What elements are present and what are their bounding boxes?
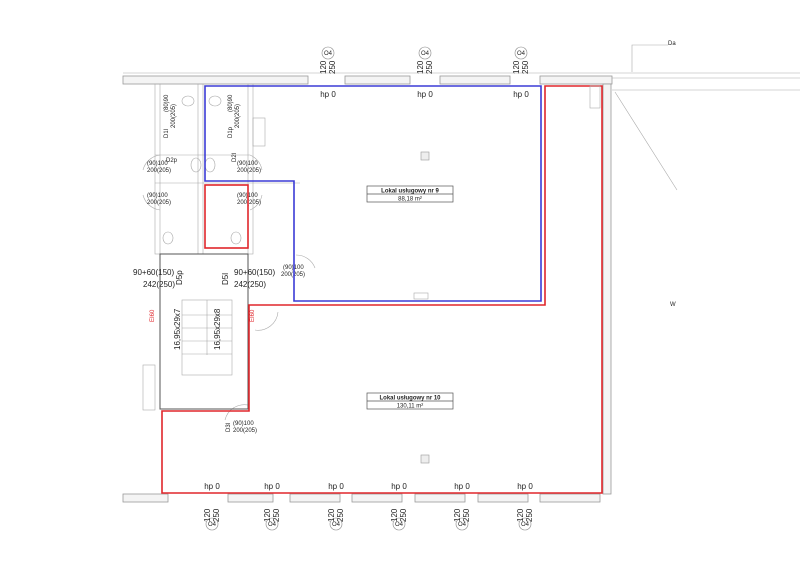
svg-text:O4: O4 <box>458 522 467 528</box>
svg-text:O4: O4 <box>421 51 430 57</box>
svg-text:(90)100: (90)100 <box>147 161 168 167</box>
door-d5l-dim2: 242(250) <box>234 280 266 289</box>
door-d5l: D5l <box>221 273 230 285</box>
window-mark-bottom: hp 0 120 250 O4 <box>516 482 534 531</box>
column-marker <box>420 151 430 161</box>
svg-text:hp 0: hp 0 <box>517 482 533 491</box>
svg-text:hp 0: hp 0 <box>391 482 407 491</box>
fire-rating-left: EI60 <box>150 309 156 322</box>
unit-10-label: Lokal usługowy nr 10 130,11 m² <box>366 392 454 410</box>
edge-label-w: W <box>670 302 676 308</box>
svg-text:(90)100: (90)100 <box>237 161 258 167</box>
column-marker <box>420 454 430 464</box>
svg-text:120: 120 <box>319 60 328 74</box>
window-mark-top: O4 120 250 hp 0 <box>416 46 434 99</box>
svg-text:(80)90: (80)90 <box>228 94 234 112</box>
svg-text:200(205): 200(205) <box>235 104 241 128</box>
svg-text:O4: O4 <box>517 51 526 57</box>
stair-left-label: 16,95x29x7 <box>173 308 182 350</box>
svg-text:250: 250 <box>212 508 221 522</box>
door-d5p-dim2: 242(250) <box>143 280 175 289</box>
svg-text:hp 0: hp 0 <box>320 90 336 99</box>
svg-text:120: 120 <box>512 60 521 74</box>
svg-text:250: 250 <box>521 60 530 74</box>
edge-label-da: Da <box>668 41 676 47</box>
svg-text:200(205): 200(205) <box>147 200 171 206</box>
door-d2p: D2p <box>166 158 178 164</box>
svg-text:D1p: D1p <box>228 126 234 138</box>
svg-text:O4: O4 <box>521 522 530 528</box>
window-mark-bottom: hp 0 120 250 O4 <box>453 482 471 531</box>
svg-text:250: 250 <box>525 508 534 522</box>
svg-text:(80)90: (80)90 <box>164 94 170 112</box>
door-d2l: D2l <box>232 153 238 162</box>
svg-text:120: 120 <box>390 508 399 522</box>
svg-text:250: 250 <box>328 60 337 74</box>
unit-10-wc-boundary <box>204 184 249 249</box>
svg-text:120: 120 <box>203 508 212 522</box>
window-mark-bottom: hp 0 120 250 O4 <box>327 482 345 531</box>
svg-text:200(205): 200(205) <box>237 168 261 174</box>
svg-text:120: 120 <box>327 508 336 522</box>
window-mark-bottom: hp 0 120 250 O4 <box>263 482 281 531</box>
bottom-wall <box>122 493 601 503</box>
svg-text:88,18 m²: 88,18 m² <box>398 197 422 203</box>
svg-text:O4: O4 <box>208 522 217 528</box>
svg-text:250: 250 <box>336 508 345 522</box>
svg-text:O4: O4 <box>332 522 341 528</box>
svg-text:Lokal usługowy nr 9: Lokal usługowy nr 9 <box>381 189 439 195</box>
staircase <box>142 253 249 411</box>
fire-rating-right: EI60 <box>250 309 256 322</box>
svg-text:200(205): 200(205) <box>237 200 261 206</box>
svg-text:hp 0: hp 0 <box>417 90 433 99</box>
svg-text:200(205): 200(205) <box>281 272 305 278</box>
svg-text:120: 120 <box>416 60 425 74</box>
door-labels: (80)90 200(205) D1l (80)90 200(205) D1p … <box>147 94 305 434</box>
svg-text:hp 0: hp 0 <box>454 482 470 491</box>
top-wall <box>122 44 800 191</box>
svg-text:250: 250 <box>272 508 281 522</box>
unit-9-boundary <box>204 85 542 302</box>
stair-right-label: 16,95x29x8 <box>213 308 222 350</box>
svg-text:120: 120 <box>516 508 525 522</box>
right-wall <box>602 83 612 495</box>
svg-text:250: 250 <box>399 508 408 522</box>
unit-10-boundary <box>161 85 603 494</box>
svg-text:O4: O4 <box>268 522 277 528</box>
window-mark-bottom: hp 0 120 250 O4 <box>203 482 221 531</box>
window-mark-top: O4 120 250 hp 0 <box>512 46 530 99</box>
svg-text:250: 250 <box>425 60 434 74</box>
svg-text:hp 0: hp 0 <box>328 482 344 491</box>
unit-9-label: Lokal usługowy nr 9 88,18 m² <box>366 185 454 203</box>
svg-text:200(205): 200(205) <box>233 428 257 434</box>
door-d5p-dim1: 90+60(150) <box>133 268 174 277</box>
svg-text:250: 250 <box>462 508 471 522</box>
door-d5p: D5p <box>175 270 184 285</box>
svg-text:120: 120 <box>263 508 272 522</box>
svg-text:120: 120 <box>453 508 462 522</box>
door-d5l-dim1: 90+60(150) <box>234 268 275 277</box>
window-mark-top: O4 120 250 hp 0 <box>319 46 337 99</box>
svg-text:(90)100: (90)100 <box>233 421 254 427</box>
svg-text:200(205): 200(205) <box>147 168 171 174</box>
svg-text:hp 0: hp 0 <box>264 482 280 491</box>
svg-text:Lokal usługowy nr 10: Lokal usługowy nr 10 <box>379 396 441 402</box>
window-mark-bottom: hp 0 120 250 O4 <box>390 482 408 531</box>
svg-text:hp 0: hp 0 <box>513 90 529 99</box>
svg-text:(90)100: (90)100 <box>147 193 168 199</box>
svg-text:D3l: D3l <box>226 423 232 432</box>
svg-text:130,11 m²: 130,11 m² <box>397 404 424 410</box>
svg-text:200(205): 200(205) <box>171 104 177 128</box>
svg-text:O4: O4 <box>395 522 404 528</box>
svg-text:O4: O4 <box>324 51 333 57</box>
svg-text:D1l: D1l <box>164 129 170 138</box>
svg-text:hp 0: hp 0 <box>204 482 220 491</box>
